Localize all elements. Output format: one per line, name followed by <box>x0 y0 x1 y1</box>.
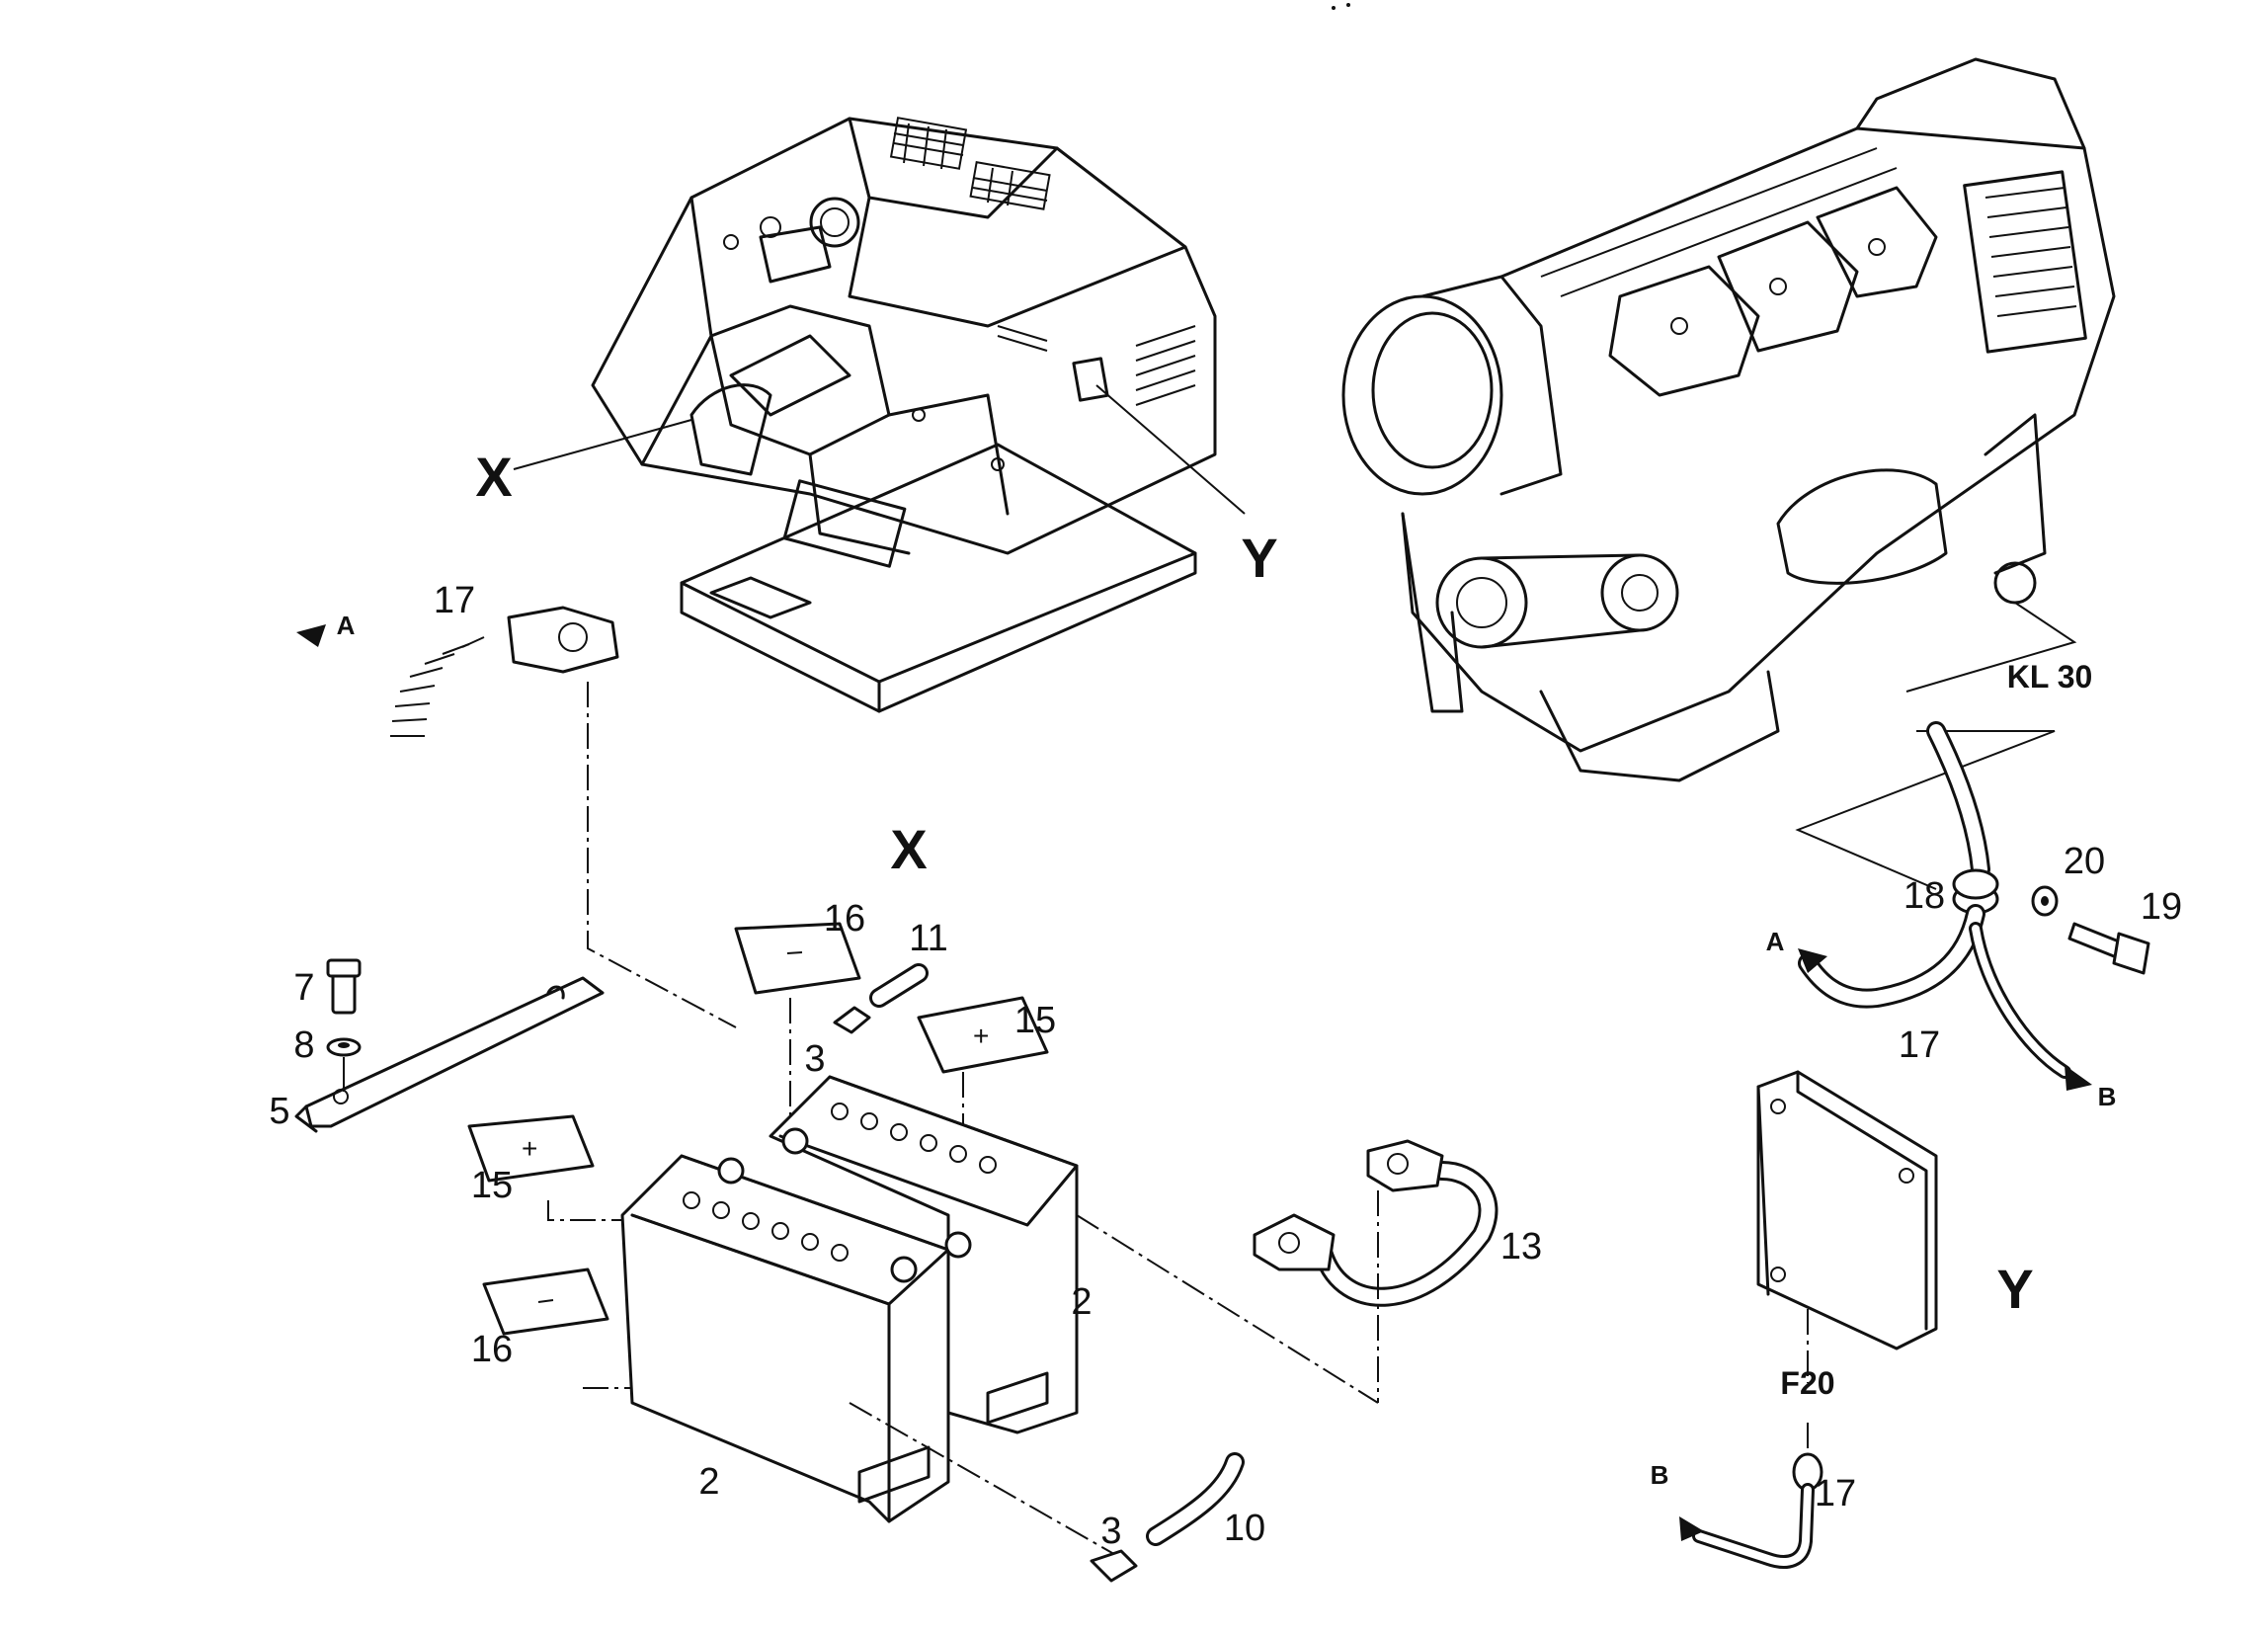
jumper-cable-13 <box>1253 1139 1498 1307</box>
arrow-ref-b-right: B <box>2097 1082 2117 1111</box>
part-number-16-top: 16 <box>823 898 866 940</box>
kl30-detail-leader <box>1795 730 2056 890</box>
part-number-15-right: 15 <box>1013 1000 1057 1041</box>
vent-tube-top <box>833 963 929 1034</box>
battery-to-3-leader <box>849 1402 1127 1562</box>
view-label-y-overview: Y <box>1241 527 1278 589</box>
part-number-18: 18 <box>1903 875 1946 917</box>
cable-17-low <box>1679 1452 1823 1569</box>
part-number-20: 20 <box>2063 841 2106 882</box>
arrow-ref-b-low: B <box>1650 1460 1669 1490</box>
part-number-3-bottom: 3 <box>1100 1511 1122 1552</box>
part-number-13: 13 <box>1499 1226 1543 1268</box>
part-number-2-bottom: 2 <box>698 1461 720 1503</box>
cable17-leader <box>587 682 737 1028</box>
part-number-11: 11 <box>909 918 948 959</box>
battery-to-13-leader <box>1076 1214 1379 1404</box>
part-number-17-low: 17 <box>1814 1473 1857 1514</box>
svg-text:+: + <box>973 1021 989 1051</box>
battery-cable-17-top <box>236 606 619 852</box>
engine-drawing <box>1341 57 2116 782</box>
x-pointer-line <box>513 419 692 470</box>
connector-label-f20: F20 <box>1780 1365 1835 1401</box>
control-box-y <box>1756 1070 1938 1350</box>
connector-label-kl30: KL 30 <box>2006 659 2093 695</box>
part-number-10: 10 <box>1223 1508 1266 1549</box>
hold-down-assembly <box>294 958 605 1133</box>
part-number-19: 19 <box>2140 886 2183 928</box>
part-number-16-left: 16 <box>470 1329 514 1370</box>
kl30-terminal-assembly <box>1798 721 2150 1091</box>
arrow-ref-a-top: A <box>336 611 356 640</box>
part-number-17-top: 17 <box>433 580 476 621</box>
part-number-2-right: 2 <box>1071 1281 1093 1323</box>
vent-tube-bottom <box>1090 1452 1245 1583</box>
view-label-x-overview: X <box>475 446 513 508</box>
part-number-17-mid: 17 <box>1898 1024 1941 1066</box>
part-number-7: 7 <box>293 967 315 1009</box>
view-label-y-section: Y <box>1996 1258 2034 1320</box>
part-number-8: 8 <box>293 1024 315 1066</box>
part-number-3-top: 3 <box>804 1038 826 1080</box>
svg-text:+: + <box>522 1133 537 1164</box>
y-pointer-line <box>1095 384 1246 515</box>
part-number-5: 5 <box>269 1091 290 1132</box>
battery-front <box>620 1103 997 1523</box>
kl30-leader <box>1905 602 2077 693</box>
arrow-ref-a-right: A <box>1765 927 1785 956</box>
terminal-covers: + + <box>467 922 1049 1336</box>
part-number-15-left: 15 <box>470 1165 514 1206</box>
machine-overview-drawing <box>591 117 1217 713</box>
view-label-x-section: X <box>890 818 928 880</box>
